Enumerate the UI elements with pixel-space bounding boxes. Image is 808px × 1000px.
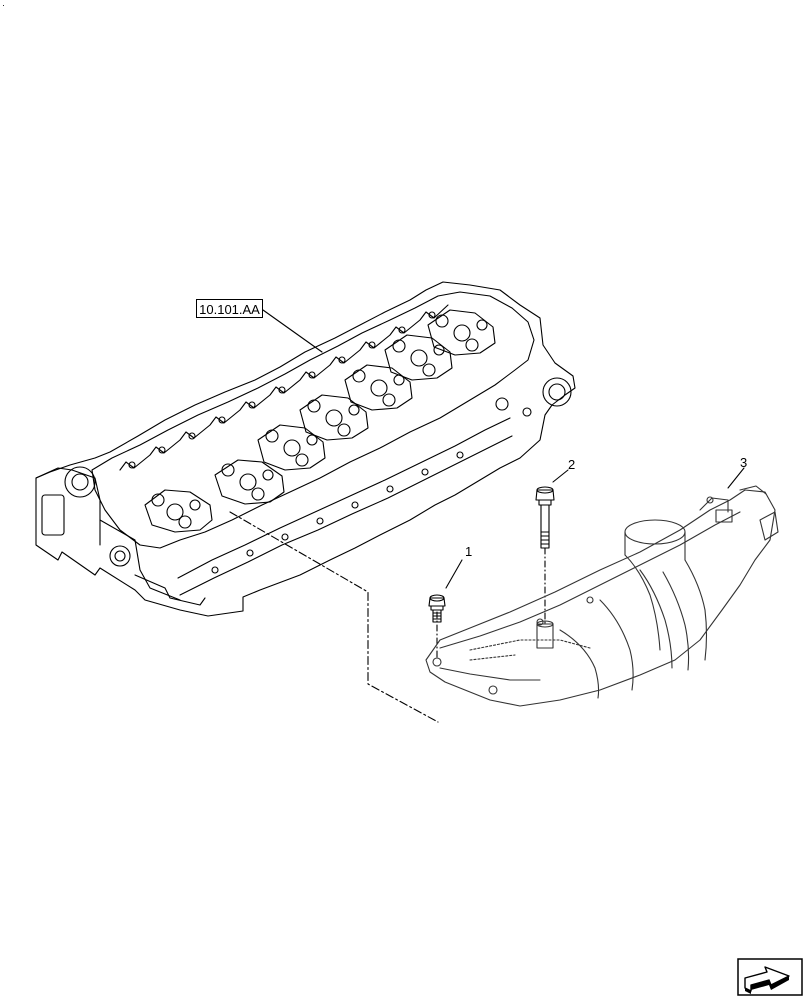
- next-page-arrow-icon[interactable]: [737, 958, 803, 996]
- bolt-part-1: [428, 559, 463, 623]
- corner-mark: ·: [2, 0, 5, 10]
- callout-3[interactable]: 3: [740, 455, 748, 470]
- head-bolt-holes: [128, 311, 464, 574]
- callout-1[interactable]: 1: [465, 544, 473, 559]
- manifold-part-3: [425, 467, 779, 707]
- bolt-part-2: [535, 469, 569, 549]
- reference-label-10-101-aa[interactable]: 10.101.AA: [196, 299, 263, 318]
- cylinder-pocket-group: [144, 309, 496, 533]
- callout-2[interactable]: 2: [568, 457, 576, 472]
- assembly-centerline: [229, 511, 439, 723]
- bolt-centerline: [436, 547, 546, 661]
- cylinder-head-drawing: [35, 281, 576, 617]
